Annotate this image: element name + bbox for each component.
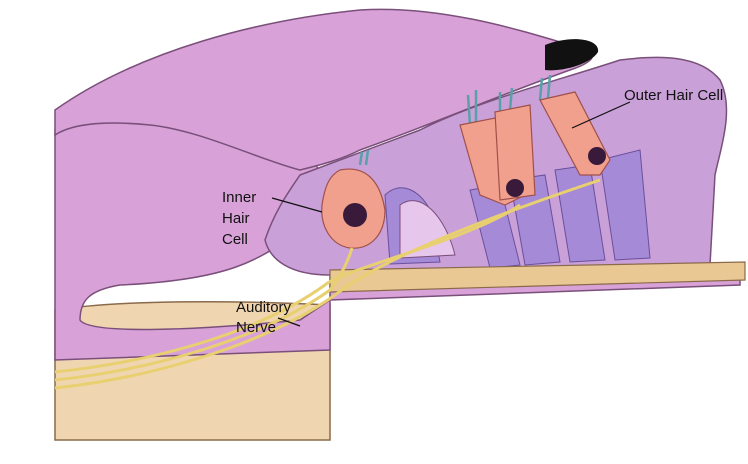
stereocilia xyxy=(358,74,552,166)
label-auditory-nerve-line1: Auditory xyxy=(236,299,292,316)
label-inner-hair-cell-line3: Cell xyxy=(222,231,248,248)
auditory-nerve-pointer xyxy=(277,317,301,327)
inner-hair-cell-pointer xyxy=(271,197,323,213)
outer-hair-cell-nucleus xyxy=(506,179,524,197)
auditory-nerve-fibers xyxy=(54,178,601,390)
label-inner-hair-cell-line1: Inner xyxy=(222,189,256,206)
tunnel-of-corti xyxy=(399,200,456,259)
membrane-tip xyxy=(545,39,599,71)
label-inner-hair-cell-line2: Hair xyxy=(222,210,250,227)
inner-hair-cell-nucleus xyxy=(343,203,367,227)
label-auditory-nerve-line2: Nerve xyxy=(236,319,276,336)
label-outer-hair-cell: Outer Hair Cell xyxy=(624,87,723,104)
outer-hair-cell-pointer xyxy=(571,101,631,129)
outer-hair-cell-nucleus xyxy=(588,147,606,165)
basilar-membrane xyxy=(329,261,746,293)
